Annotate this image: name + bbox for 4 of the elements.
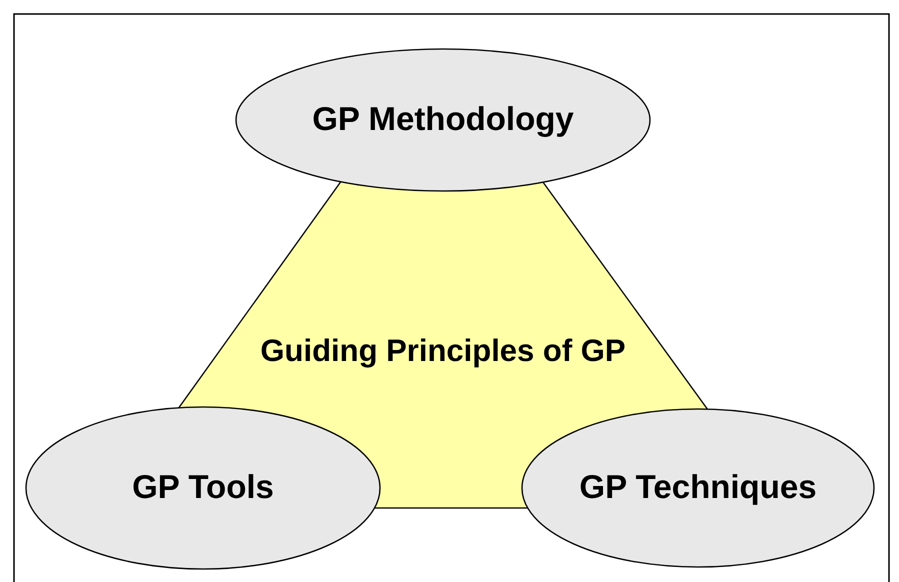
node-label: GP Tools bbox=[132, 468, 274, 506]
node-label: Guiding Principles of GP bbox=[260, 333, 626, 370]
node-label: GP Techniques bbox=[579, 468, 817, 506]
node-label: GP Methodology bbox=[312, 100, 574, 138]
